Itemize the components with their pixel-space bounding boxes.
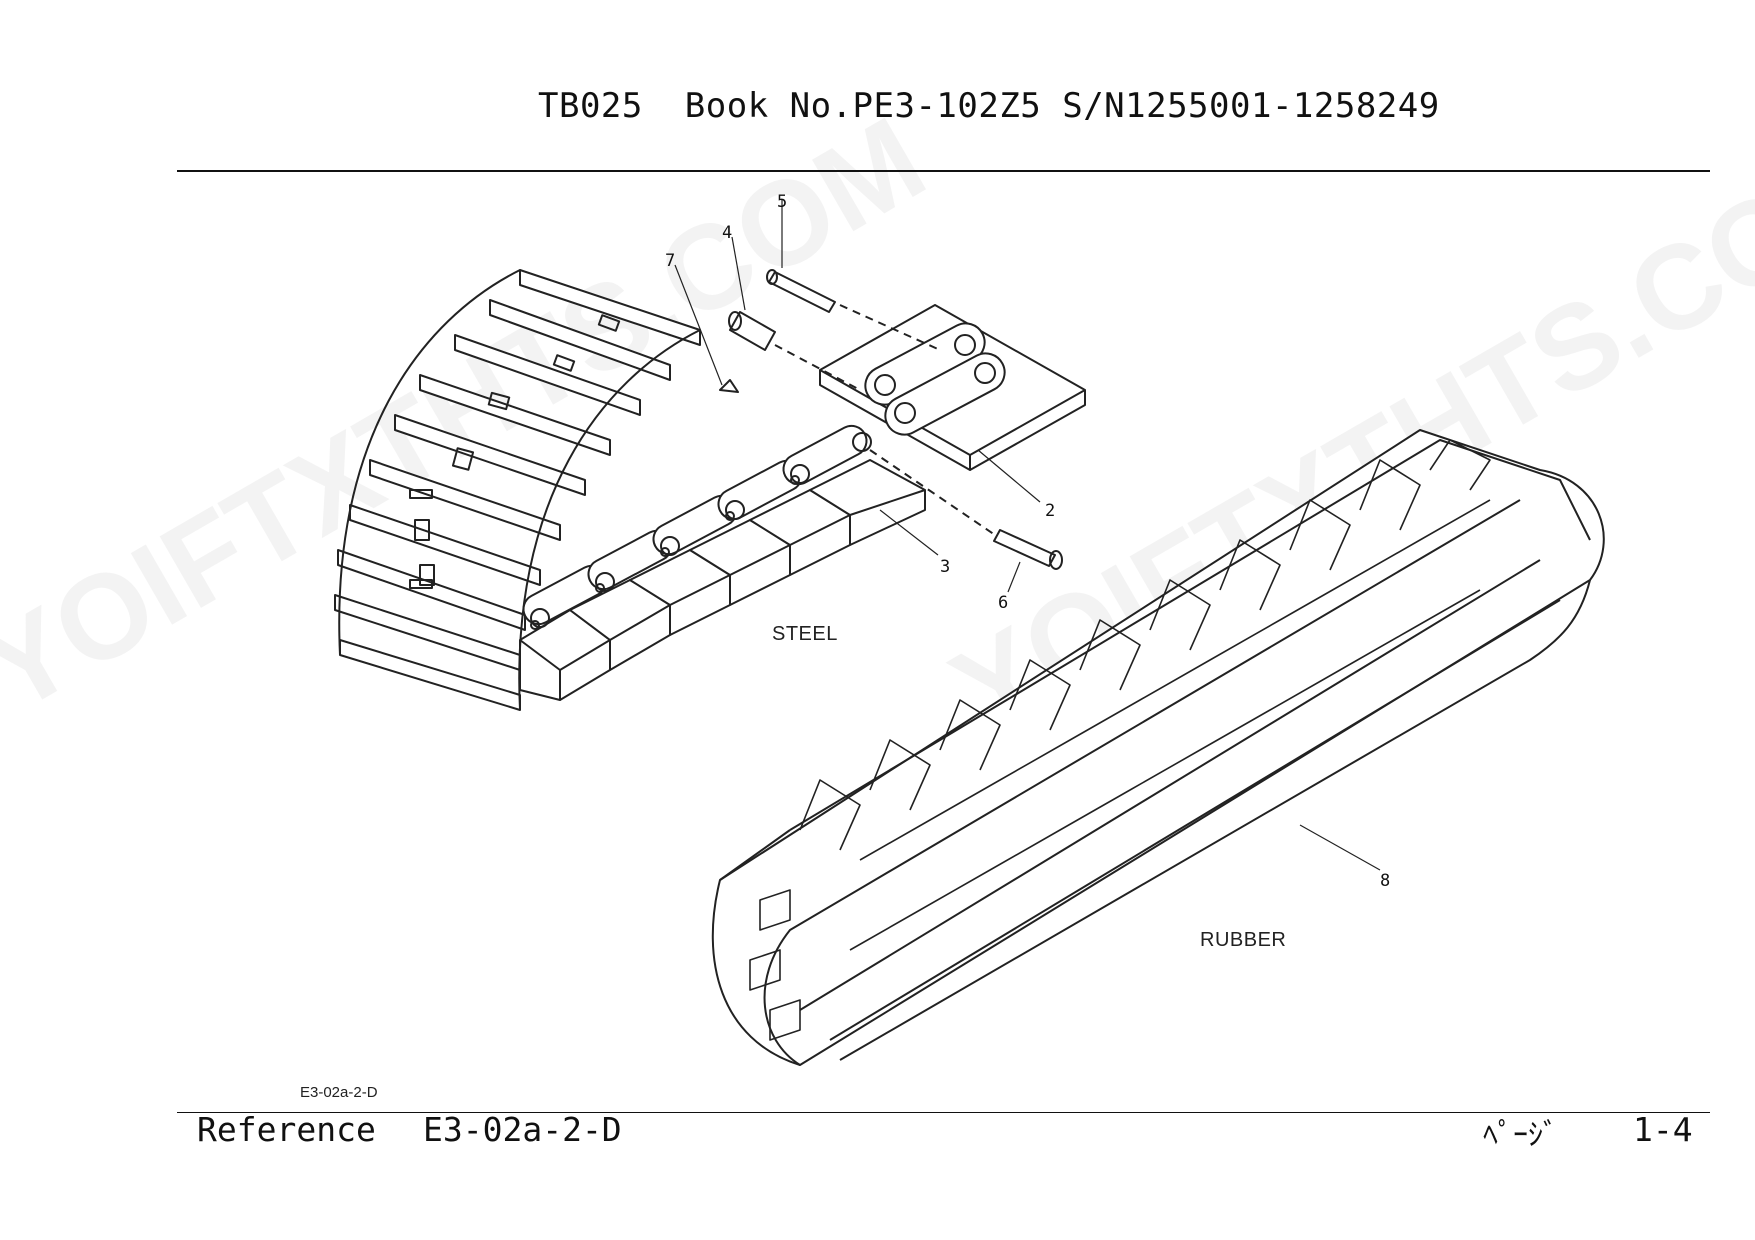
footer-divider (177, 1112, 1710, 1113)
header-divider (177, 170, 1710, 172)
callout-numbers: 5 4 7 2 3 6 8 (665, 192, 1390, 891)
exploded-track-link (819, 304, 1086, 471)
callout-4: 4 (722, 223, 732, 243)
track-chain-links (522, 424, 872, 630)
callout-8: 8 (1380, 871, 1390, 891)
callout-2: 2 (1045, 501, 1055, 521)
callout-5: 5 (777, 192, 787, 212)
callout-6: 6 (998, 593, 1008, 613)
callout-3: 3 (940, 557, 950, 577)
reference-label: Reference (197, 1110, 376, 1149)
figure-id: E3-02a-2-D (300, 1084, 378, 1101)
rubber-track-assembly (711, 429, 1605, 1066)
pin-and-bushing-parts (719, 269, 1063, 570)
page-title: TB025 Book No.PE3-102Z5 S/N1255001-12582… (538, 86, 1440, 126)
steel-label: STEEL (772, 623, 838, 645)
rubber-label: RUBBER (1200, 929, 1286, 951)
reference-value: E3-02a-2-D (423, 1110, 622, 1149)
callout-7: 7 (665, 251, 675, 271)
steel-track-shoes (519, 459, 926, 701)
steel-track-assembly (334, 269, 701, 711)
callout-leaders (674, 200, 1381, 871)
page-number: 1-4 (1633, 1110, 1693, 1149)
page-label: ﾍﾟｰｼﾞ (1483, 1118, 1558, 1153)
